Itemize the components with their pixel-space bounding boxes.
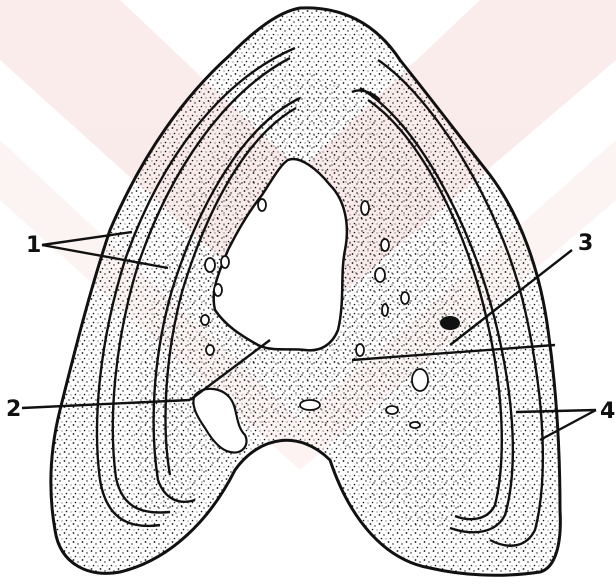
label-2: 2 [6, 397, 21, 422]
dark-spot [440, 316, 460, 330]
label-1: 1 [26, 233, 41, 258]
label-4: 4 [600, 399, 615, 424]
label-3: 3 [578, 231, 593, 256]
